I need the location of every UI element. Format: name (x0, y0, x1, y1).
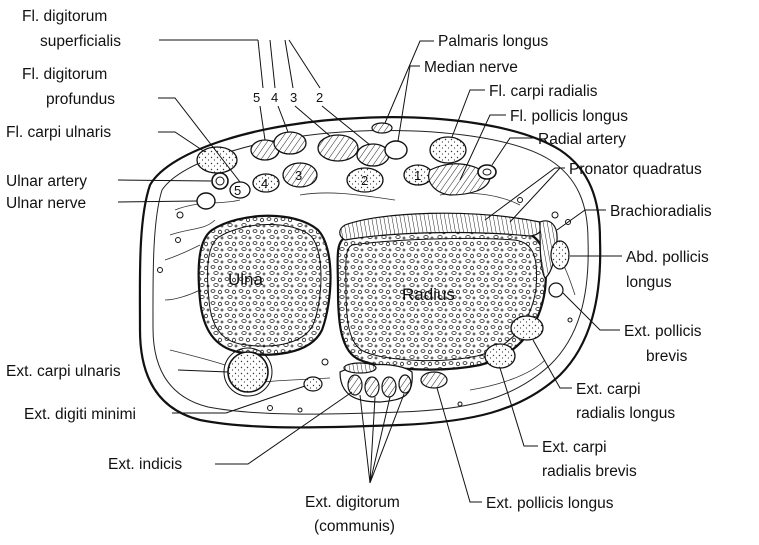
fdp-number-1: 1 (414, 168, 421, 183)
label-ecrb-line2: radialis brevis (542, 463, 637, 480)
ecrl-tendon (511, 316, 543, 340)
radius-label: Radius (402, 285, 455, 304)
label-median-nerve: Median nerve (424, 59, 518, 76)
label-ecrl-line2: radialis longus (576, 405, 675, 422)
label-apl-line2: longus (626, 274, 672, 291)
radial-artery (478, 165, 496, 179)
label-ulnar-nerve: Ulnar nerve (6, 195, 86, 212)
epb-tendon (549, 283, 563, 297)
ulna-bone (199, 216, 331, 355)
label-pronator-quadratus: Pronator quadratus (569, 161, 702, 178)
label-fds-line1: Fl. digitorum (22, 8, 107, 25)
edm-tendon (304, 377, 322, 391)
ulnar-nerve (197, 193, 215, 209)
apl-tendon (551, 241, 569, 269)
fds-tendons (251, 132, 389, 166)
label-epb-line2: brevis (646, 348, 688, 365)
fdp-numbers: 5 4 3 2 1 (234, 168, 421, 198)
label-brachioradialis: Brachioradialis (610, 203, 712, 220)
label-ecrl-line1: Ext. carpi (576, 381, 641, 398)
label-ecrb-line1: Ext. carpi (542, 439, 607, 456)
palmaris-longus-tendon (372, 123, 392, 133)
label-apl-line1: Abd. pollicis (626, 249, 709, 266)
extensor-digitorum-group (340, 363, 412, 402)
fdp-number-4: 4 (261, 176, 268, 191)
label-fpl: Fl. pollicis longus (510, 108, 628, 125)
label-edc-line2: (communis) (314, 518, 395, 535)
label-fds-line2: superficialis (40, 33, 121, 50)
label-fcu: Fl. carpi ulnaris (6, 124, 111, 141)
label-edm: Ext. digiti minimi (24, 406, 136, 423)
ulna-label: Ulna (228, 270, 264, 289)
label-palmaris-longus: Palmaris longus (438, 33, 549, 50)
label-ulnar-artery: Ulnar artery (6, 173, 87, 190)
label-fdp-line1: Fl. digitorum (22, 66, 107, 83)
ulnar-artery (212, 173, 228, 189)
label-fdp-line2: profundus (46, 91, 115, 108)
fds-number-4: 4 (271, 90, 278, 105)
label-edc-line1: Ext. digitorum (305, 494, 400, 511)
fds-number-3: 3 (290, 90, 297, 105)
label-epb-line1: Ext. pollicis (624, 323, 702, 340)
label-eind: Ext. indicis (108, 456, 182, 473)
fds-number-5: 5 (253, 90, 260, 105)
fds-number-2: 2 (316, 90, 323, 105)
fdp-number-5: 5 (234, 183, 241, 198)
epl-tendon (421, 372, 447, 388)
fdp-number-2: 2 (361, 173, 368, 188)
label-fcr: Fl. carpi radialis (489, 83, 598, 100)
median-nerve (385, 141, 407, 159)
label-radial-artery: Radial artery (538, 131, 626, 148)
fcr-tendon (430, 137, 466, 163)
ecu-tendon (228, 352, 268, 392)
fdp-number-3: 3 (295, 168, 302, 183)
ecrb-tendon (485, 344, 515, 368)
label-epl: Ext. pollicis longus (486, 495, 614, 512)
label-ecu: Ext. carpi ulnaris (6, 363, 121, 380)
